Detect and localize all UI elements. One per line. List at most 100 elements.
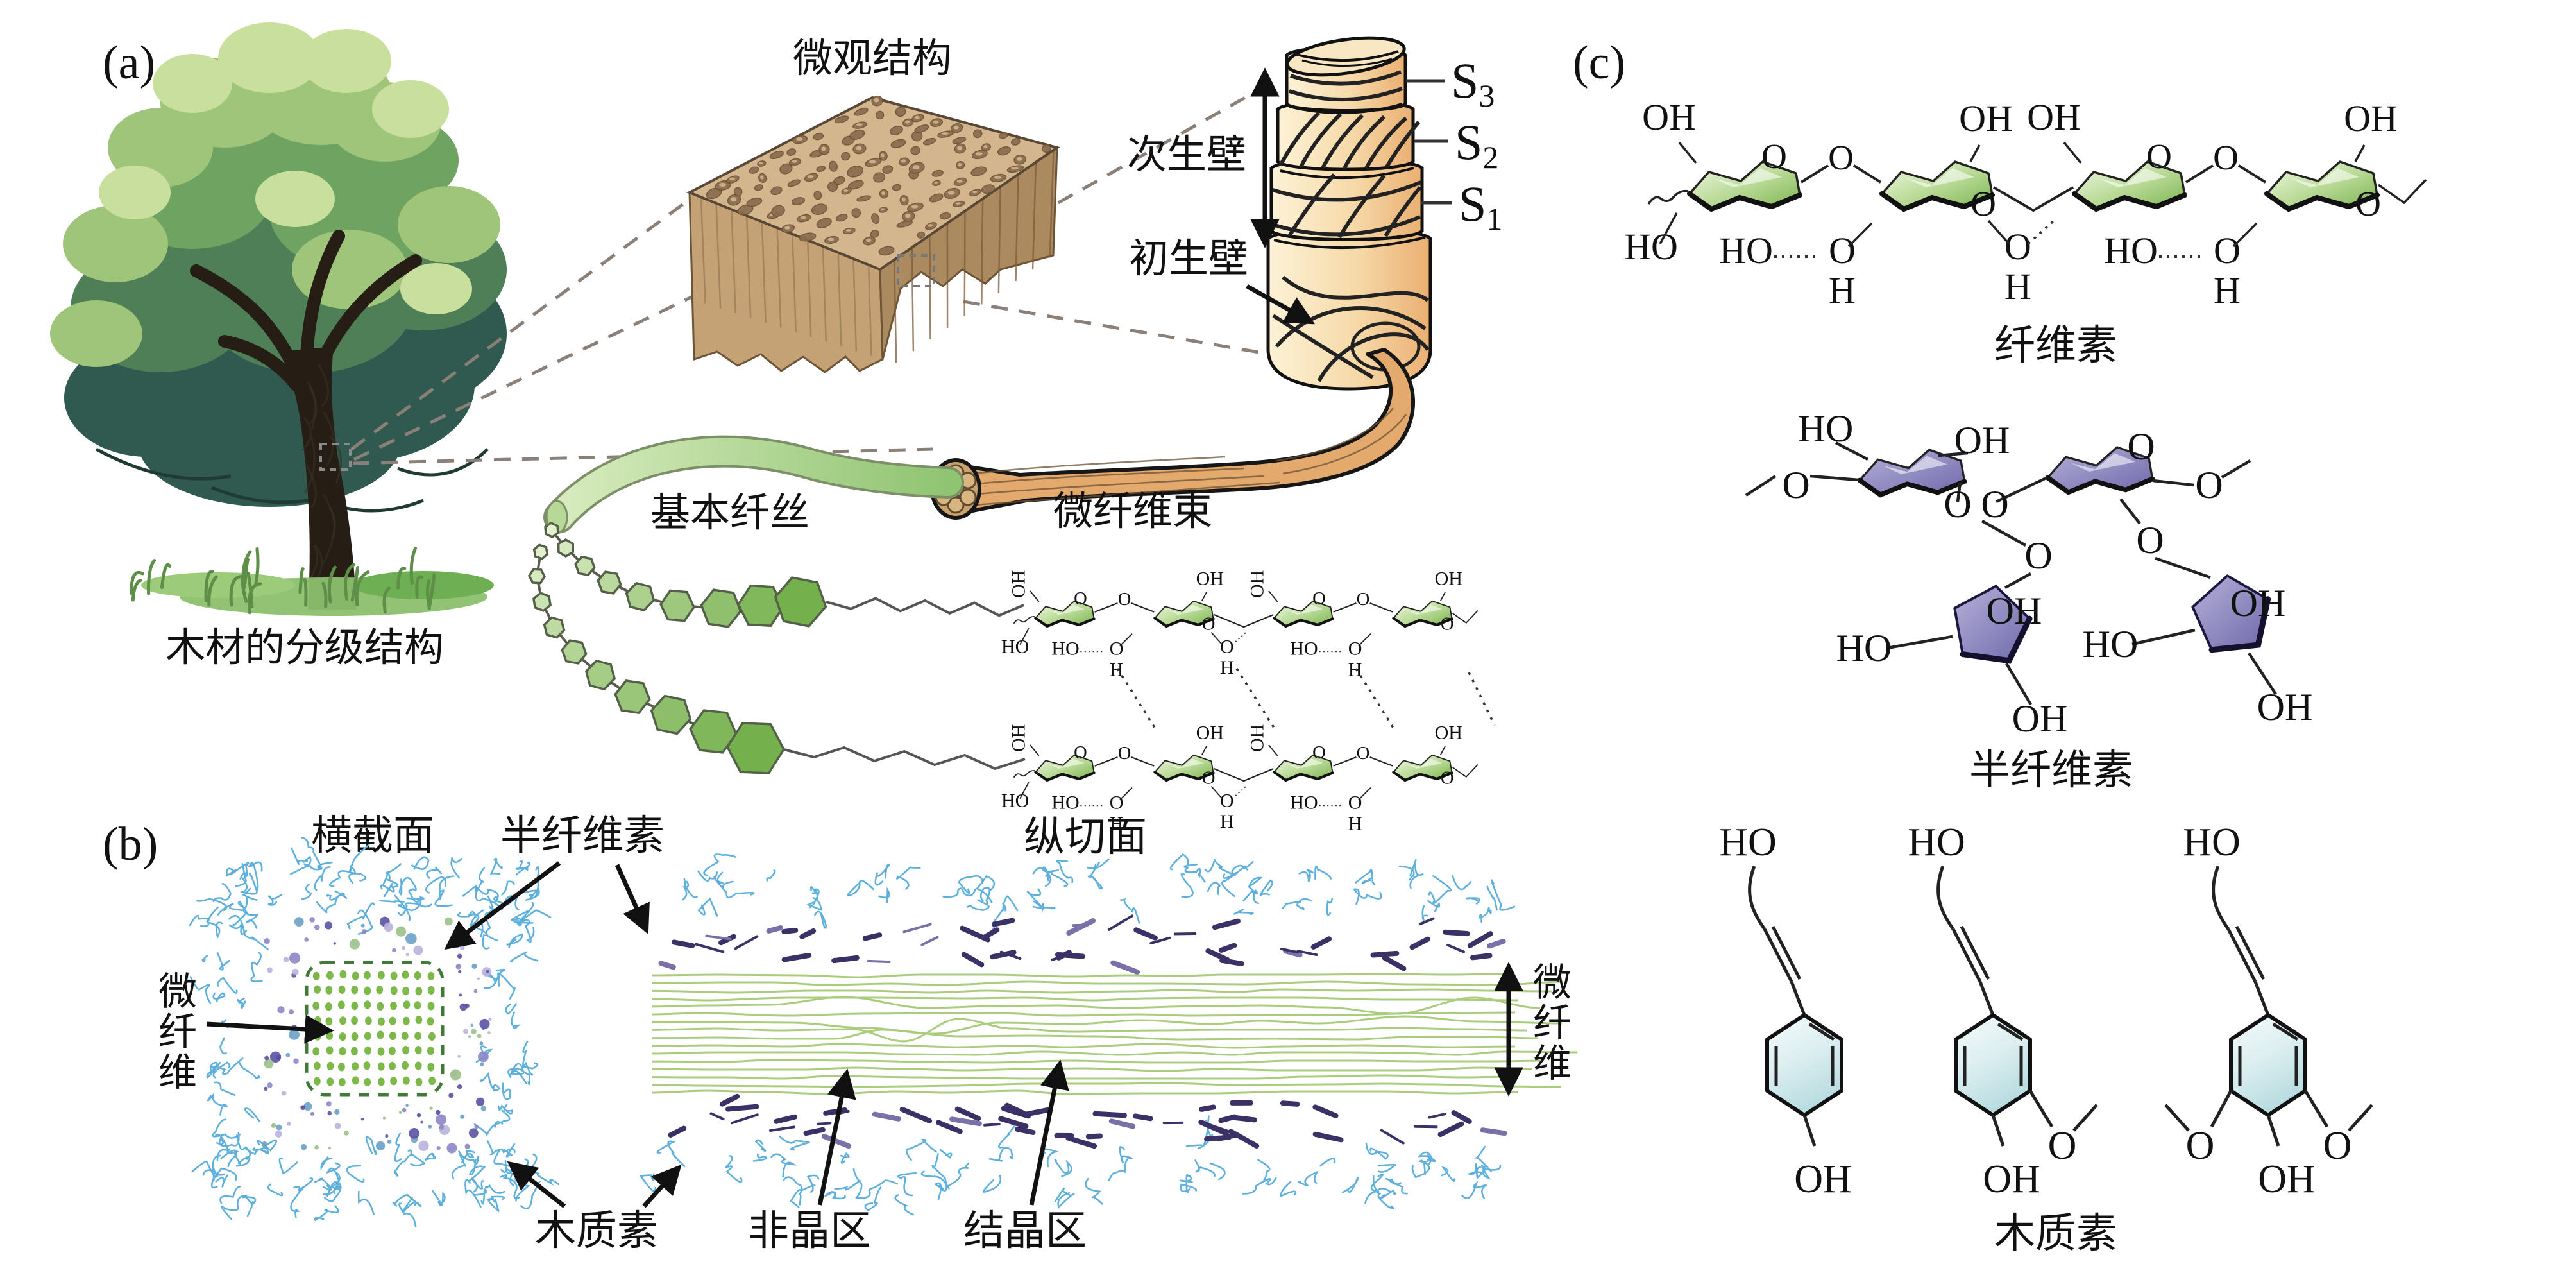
ellipse-decor bbox=[427, 1017, 434, 1026]
circle-decor bbox=[459, 1003, 468, 1011]
path-decor bbox=[1247, 876, 1263, 894]
path-decor bbox=[250, 862, 259, 891]
path-decor bbox=[290, 1186, 305, 1218]
path-decor bbox=[511, 1011, 521, 1029]
line-decor bbox=[1015, 1126, 1036, 1135]
ellipse-decor bbox=[63, 205, 168, 282]
line-decor bbox=[1969, 144, 1981, 162]
path-decor bbox=[457, 910, 477, 919]
panel-b-tag: (b) bbox=[103, 818, 158, 871]
path-decor bbox=[1478, 907, 1492, 923]
path-decor bbox=[965, 481, 1280, 507]
polygon-decor bbox=[1765, 1013, 1843, 1117]
path-decor bbox=[1428, 875, 1452, 905]
polygon-decor bbox=[557, 538, 575, 558]
path-decor bbox=[1054, 1159, 1072, 1177]
tree-zoom-box bbox=[319, 443, 352, 471]
path-decor bbox=[1355, 869, 1376, 886]
text-decor: HO bbox=[1290, 638, 1318, 660]
polyline-decor bbox=[1214, 614, 1274, 628]
circle-decor bbox=[460, 1114, 465, 1119]
ellipse-decor bbox=[1011, 167, 1019, 170]
path-decor bbox=[216, 976, 238, 994]
ellipse-decor bbox=[339, 1016, 346, 1025]
circle-decor bbox=[264, 1086, 268, 1091]
path-decor bbox=[484, 1184, 505, 1194]
path-decor bbox=[308, 386, 318, 425]
ellipse-decor bbox=[301, 29, 391, 93]
text-decor: O bbox=[2146, 137, 2172, 176]
line-decor bbox=[954, 1106, 981, 1122]
tree-caption: 木材的分级结构 bbox=[165, 626, 444, 670]
path-decor bbox=[397, 448, 489, 477]
path-decor bbox=[1314, 866, 1332, 880]
path-decor bbox=[2212, 866, 2230, 930]
text-decor: O bbox=[1202, 614, 1216, 634]
circle-decor bbox=[264, 1059, 274, 1069]
line-decor bbox=[1809, 474, 1860, 482]
path-decor bbox=[1490, 879, 1516, 911]
line-decor bbox=[1210, 631, 1223, 645]
text-decor: O bbox=[1357, 590, 1370, 610]
path-decor bbox=[325, 1181, 340, 1199]
text-decor: OH bbox=[1959, 98, 2013, 139]
circle-decor bbox=[267, 967, 273, 973]
ellipse-decor bbox=[994, 176, 1002, 180]
path-decor bbox=[495, 968, 505, 987]
path-decor bbox=[1257, 1159, 1271, 1184]
circle-decor bbox=[947, 496, 965, 514]
path-decor bbox=[281, 346, 357, 610]
ellipse-decor bbox=[377, 1062, 385, 1071]
circle-decor bbox=[436, 1146, 441, 1150]
text-decor: OH bbox=[2257, 686, 2313, 728]
text-decor: OH bbox=[1983, 1158, 2040, 1201]
circle-decor bbox=[402, 1107, 407, 1113]
line-decor bbox=[867, 959, 891, 964]
line-decor bbox=[1382, 955, 1407, 971]
ellipse-decor bbox=[889, 126, 903, 135]
ellipse-decor bbox=[1016, 157, 1022, 161]
line-decor bbox=[823, 1107, 848, 1116]
line-decor bbox=[1108, 1118, 1136, 1129]
path-decor bbox=[398, 902, 432, 916]
line-decor bbox=[981, 927, 1000, 940]
line-decor bbox=[2004, 572, 2032, 589]
ellipse-decor bbox=[972, 129, 983, 139]
path-decor bbox=[323, 494, 335, 539]
path-decor bbox=[326, 890, 345, 901]
line-decor bbox=[2005, 662, 2032, 706]
text-decor: O bbox=[2024, 534, 2052, 577]
tspan-decor: S bbox=[1459, 176, 1486, 232]
line-decor bbox=[1960, 925, 1990, 980]
circle-decor bbox=[436, 1114, 447, 1125]
text-decor: H bbox=[1829, 269, 1856, 311]
line-decor bbox=[1055, 952, 1085, 959]
line-decor bbox=[1232, 785, 1247, 799]
crystalline-label: 结晶区 bbox=[963, 1208, 1087, 1254]
microfibril-arrow bbox=[206, 1014, 334, 1044]
path-decor bbox=[303, 861, 333, 871]
path-decor bbox=[321, 581, 328, 608]
path-decor bbox=[131, 579, 142, 602]
polygon-decor bbox=[1167, 604, 1204, 615]
path-decor bbox=[1647, 189, 1689, 205]
path-decor bbox=[267, 893, 283, 906]
path-decor bbox=[464, 1179, 482, 1208]
ellipse-decor bbox=[847, 166, 863, 178]
ellipse-decor bbox=[428, 1076, 436, 1086]
path-decor bbox=[1180, 1175, 1198, 1193]
line-decor bbox=[781, 952, 812, 962]
line-decor bbox=[725, 1104, 759, 1112]
path-decor bbox=[235, 1156, 251, 1167]
line-decor bbox=[2248, 652, 2277, 696]
path-decor bbox=[939, 1149, 953, 1159]
polyline-decor bbox=[1214, 768, 1274, 782]
g-decor bbox=[1273, 103, 1426, 250]
text-decor: O bbox=[1118, 744, 1131, 764]
path-decor bbox=[697, 898, 718, 917]
polygon-decor bbox=[532, 543, 549, 560]
tspan-decor: 纤 bbox=[158, 1011, 197, 1054]
ellipse-decor bbox=[427, 971, 435, 980]
text-decor: H bbox=[1110, 659, 1124, 680]
